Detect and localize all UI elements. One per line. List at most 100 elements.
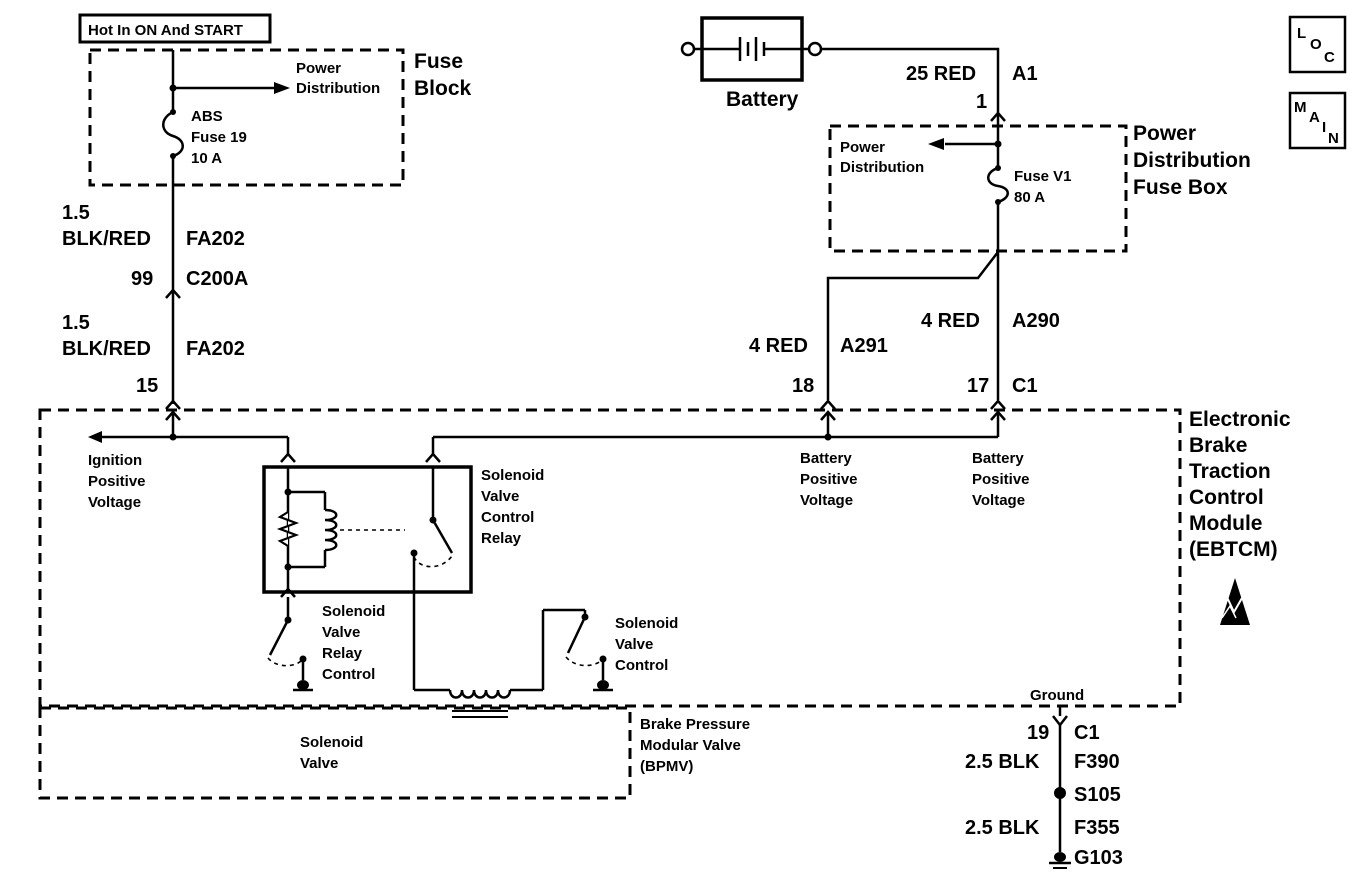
ground-g103: G103 [1074, 847, 1123, 869]
splice-icon [1054, 787, 1066, 799]
valve-control-switch-icon [566, 616, 587, 654]
connector-c1: C1 [1012, 375, 1038, 397]
ground-circuit: 19 C1 2.5 BLK F390 S105 2.5 BLK F355 G10… [965, 706, 1123, 869]
fuse-block-title-2: Block [414, 77, 472, 100]
svc-label-3: Control [615, 657, 668, 674]
fuse-terminal [995, 165, 1001, 171]
loc-l: L [1297, 25, 1306, 42]
wire-f390-circuit: F390 [1074, 751, 1120, 773]
ebtcm-title-5: Module [1189, 512, 1263, 535]
relay-label-2: Valve [481, 488, 519, 505]
battery-negative-terminal [680, 41, 696, 57]
bpmv-title-1: Brake Pressure [640, 716, 750, 733]
fuse-v1-label-1: Fuse V1 [1014, 168, 1072, 185]
loc-button[interactable]: L O C [1288, 15, 1347, 74]
solenoid-coil-icon [448, 689, 512, 699]
fuse-v1-label-2: 80 A [1014, 189, 1045, 206]
wire-f355-color: 2.5 BLK [965, 817, 1040, 839]
fuse-block-pd-2: Distribution [296, 80, 380, 97]
wire-a290-circuit: A290 [1012, 310, 1060, 332]
pdfb: Power Distribution Fuse Box Power Distri… [826, 122, 1251, 400]
connector-chevron-icon [990, 399, 1006, 410]
wire-gauge-2: 1.5 [62, 312, 90, 334]
main-icon[interactable] [1288, 91, 1347, 150]
left-wire-labels: 1.5 BLK/RED FA202 99 C200A 1.5 BLK/RED F… [62, 202, 248, 400]
wire-circuit-1: FA202 [186, 228, 245, 250]
switch-linkage [565, 656, 604, 667]
connector-chevron-icon [1052, 715, 1068, 728]
bat1-label-1: Battery [800, 450, 852, 467]
bpmv-solenoid-1: Solenoid [300, 734, 363, 751]
bat1-label-3: Voltage [800, 492, 853, 509]
fuse-19-label-3: 10 A [191, 150, 222, 167]
wire-circuit-2: FA202 [186, 338, 245, 360]
pin-15: 15 [136, 375, 158, 397]
ground-icon [593, 680, 613, 692]
ebtcm: Electronic Brake Traction Control Module… [38, 399, 1291, 708]
ign-label-3: Voltage [88, 494, 141, 511]
connector-c200a: C200A [186, 268, 248, 290]
wire-a1-circuit: A1 [1012, 63, 1038, 85]
right-wire-labels: 4 RED A291 4 RED A290 18 17 C1 [749, 310, 1060, 397]
pdfb-title-1: Power [1133, 122, 1196, 145]
wire-f390-color: 2.5 BLK [965, 751, 1040, 773]
pdfb-title-3: Fuse Box [1133, 176, 1228, 199]
relay-label-1: Solenoid [481, 467, 544, 484]
connector-chevron-icon [165, 399, 181, 410]
ebtcm-title-1: Electronic [1189, 408, 1291, 431]
relay-label-4: Relay [481, 530, 522, 547]
pdfb-pd-2: Distribution [840, 159, 924, 176]
wire-color-1: BLK/RED [62, 228, 151, 250]
hot-label-box [78, 13, 272, 44]
bat2-label-3: Voltage [972, 492, 1025, 509]
relay-label-3: Control [481, 509, 534, 526]
svc-label-2: Valve [615, 636, 653, 653]
junction-dot [169, 433, 177, 441]
relay-control-switch-icon [268, 619, 290, 656]
fuse-19-icon [162, 110, 184, 158]
switch-linkage [413, 555, 453, 568]
splice-s105: S105 [1074, 784, 1121, 806]
src-label-3: Relay [322, 645, 363, 662]
wire-color-2: BLK/RED [62, 338, 151, 360]
loc-icon[interactable] [1288, 15, 1347, 74]
arrow-right-icon [274, 82, 290, 94]
ebtcm-title-3: Traction [1189, 460, 1271, 483]
coil-icon [324, 508, 338, 552]
ebtcm-title-4: Control [1189, 486, 1264, 509]
fuse-terminal [170, 109, 176, 115]
switch-linkage [267, 657, 304, 667]
connector-c1-ground: C1 [1074, 722, 1100, 744]
wire-a290-color: 4 RED [921, 310, 980, 332]
ground-icon [1049, 852, 1071, 869]
ign-label-2: Positive [88, 473, 146, 490]
resistor-icon [276, 511, 300, 547]
fuse-block-outline [88, 48, 405, 187]
ebtcm-title-2: Brake [1189, 434, 1247, 457]
connector-chevron-icon [425, 452, 441, 463]
bat2-label-2: Positive [972, 471, 1030, 488]
arrow-left-icon [88, 431, 102, 443]
fuse-block-pd-1: Power [296, 60, 341, 77]
wire-a291-color: 4 RED [749, 335, 808, 357]
pdfb-title-2: Distribution [1133, 149, 1251, 172]
arrow-left-icon [928, 138, 944, 150]
bpmv-solenoid-2: Valve [300, 755, 338, 772]
wire-f355-circuit: F355 [1074, 817, 1120, 839]
wire-gauge-1: 1.5 [62, 202, 90, 224]
pin-19: 19 [1027, 722, 1049, 744]
fuse-block-title-1: Fuse [414, 50, 463, 73]
junction-dot [824, 433, 832, 441]
bpmv-outline [38, 706, 632, 800]
main-button[interactable]: M A I N [1288, 91, 1347, 150]
main-i: I [1322, 119, 1326, 136]
bpmv-title-2: Modular Valve [640, 737, 741, 754]
fuse-block: Hot In ON And START Fuse Block Power Dis… [78, 13, 472, 290]
connector-chevron-icon [820, 399, 836, 410]
connector-chevron-icon [280, 452, 296, 463]
pdfb-pd-1: Power [840, 139, 885, 156]
pin-18: 18 [792, 375, 814, 397]
connector-pin-99: 99 [131, 268, 153, 290]
main-m: M [1294, 99, 1307, 116]
